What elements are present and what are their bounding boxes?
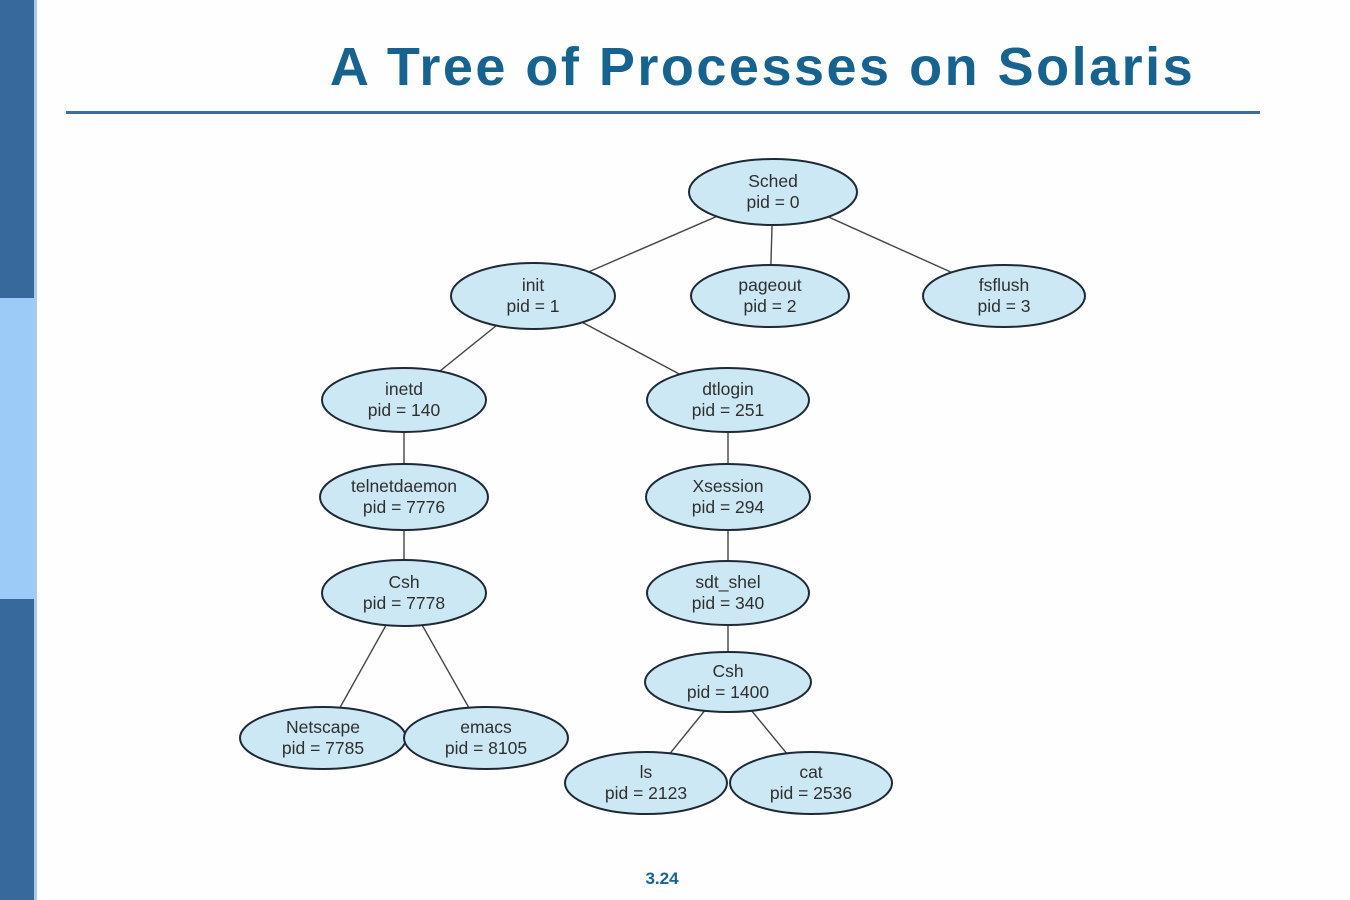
node-process-name: Sched bbox=[748, 171, 798, 191]
node-pid-label: pid = 7778 bbox=[363, 593, 445, 613]
node-ellipse-ls bbox=[564, 751, 728, 815]
node-ellipse-xsession bbox=[645, 463, 811, 531]
node-ellipse-sched bbox=[688, 158, 858, 226]
node-process-name: sdt_shel bbox=[695, 572, 760, 593]
sidebar-edge bbox=[34, 0, 37, 900]
node-pid-label: pid = 2123 bbox=[605, 783, 687, 803]
node-ellipse-fsflush bbox=[922, 264, 1086, 328]
node-process-name: emacs bbox=[460, 717, 512, 737]
node-process-name: Csh bbox=[712, 661, 743, 681]
node-pid-label: pid = 3 bbox=[977, 296, 1030, 316]
node-process-name: fsflush bbox=[979, 275, 1030, 295]
node-pid-label: pid = 2 bbox=[743, 296, 796, 316]
node-ellipse-csh-7778 bbox=[321, 559, 487, 627]
node-pid-label: pid = 251 bbox=[692, 400, 765, 420]
node-process-name: init bbox=[522, 275, 545, 295]
node-pid-label: pid = 1 bbox=[506, 296, 559, 316]
node-ellipse-emacs bbox=[403, 706, 569, 770]
node-ellipse-init bbox=[450, 262, 616, 330]
node-process-name: Csh bbox=[388, 572, 419, 592]
node-pid-label: pid = 340 bbox=[692, 593, 765, 613]
node-process-name: pageout bbox=[738, 275, 801, 295]
node-pid-label: pid = 7776 bbox=[363, 497, 445, 517]
title-underline bbox=[66, 111, 1260, 114]
sidebar-segment-dark-top bbox=[0, 0, 34, 298]
node-pid-label: pid = 8105 bbox=[445, 738, 527, 758]
node-process-name: telnetdaemon bbox=[351, 476, 457, 496]
sidebar-segment-light bbox=[0, 298, 34, 599]
node-pid-label: pid = 140 bbox=[368, 400, 441, 420]
node-ellipse-dtlogin bbox=[646, 367, 810, 433]
node-ellipse-csh-1400 bbox=[644, 651, 812, 713]
node-pid-label: pid = 1400 bbox=[687, 682, 769, 702]
node-ellipse-inetd bbox=[321, 367, 487, 433]
node-process-name: inetd bbox=[385, 379, 423, 399]
node-pid-label: pid = 7785 bbox=[282, 738, 364, 758]
node-process-name: cat bbox=[799, 762, 822, 782]
page-number: 3.24 bbox=[645, 869, 679, 888]
node-pid-label: pid = 294 bbox=[692, 497, 765, 517]
node-process-name: Xsession bbox=[692, 476, 763, 496]
node-ellipse-telnetdaemon bbox=[319, 463, 489, 531]
node-pid-label: pid = 2536 bbox=[770, 783, 852, 803]
node-process-name: ls bbox=[640, 762, 653, 782]
node-ellipse-cat bbox=[729, 751, 893, 815]
slide-title: A Tree of Processes on Solaris bbox=[329, 37, 1196, 97]
node-pid-label: pid = 0 bbox=[746, 192, 799, 212]
node-process-name: dtlogin bbox=[702, 379, 754, 399]
sidebar-segment-dark-bottom bbox=[0, 599, 34, 900]
node-ellipse-sdt-shel bbox=[646, 560, 810, 626]
node-ellipse-pageout bbox=[690, 264, 850, 328]
node-process-name: Netscape bbox=[286, 717, 360, 737]
